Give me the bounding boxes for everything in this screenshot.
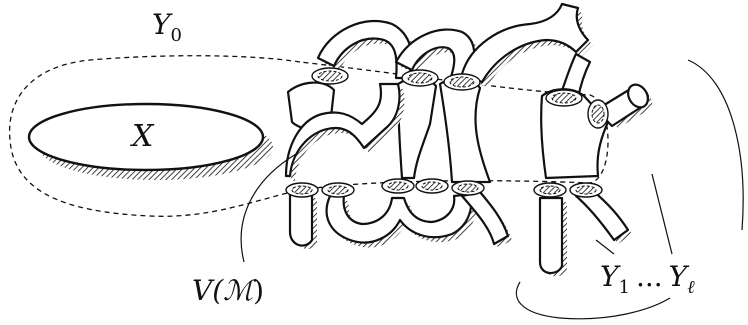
label-y0: Y0	[152, 8, 182, 46]
label-x: X	[130, 119, 155, 154]
tube-side-right	[594, 83, 653, 128]
label-y1-yl: Y1...Yℓ	[600, 260, 695, 298]
label-v-m: V(ℳ)	[192, 274, 264, 307]
tube-group-middle	[284, 82, 405, 181]
region-x-outline	[27, 102, 265, 172]
y-pointer-line-a	[651, 173, 673, 255]
y-bracket-arc-bottom	[515, 281, 671, 320]
region-x	[27, 102, 273, 180]
tube-group-upper-right	[460, 2, 593, 100]
y-pointer-line-b	[595, 239, 615, 255]
y-bracket-arc-top	[687, 59, 744, 231]
tube-group-lower	[288, 188, 632, 277]
v-pointer-line	[240, 153, 297, 263]
tube-group-upper-left	[316, 19, 480, 85]
region-y0-boundary	[8, 55, 609, 217]
cross-section-rings	[285, 67, 609, 198]
